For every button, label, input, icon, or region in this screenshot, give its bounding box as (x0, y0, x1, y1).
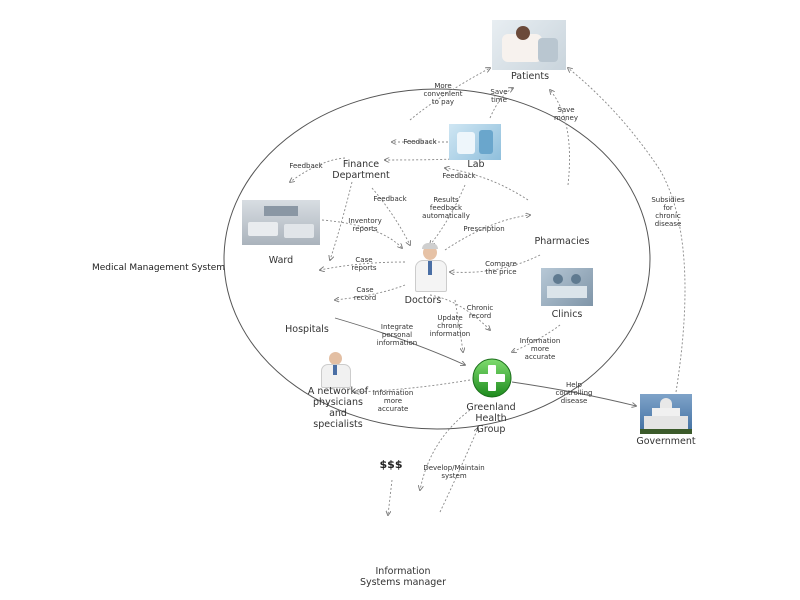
label-integrate: Integrate personal information (376, 323, 418, 348)
edge-doctors-pharm (444, 215, 530, 251)
edge-doctors-hospitals (335, 284, 406, 300)
greenland-cross-icon (472, 358, 512, 398)
label-info-network: Information more accurate (372, 389, 414, 414)
label-feedback-lab2: Feedback (442, 172, 476, 180)
label-results: Results feedback automatically (422, 196, 470, 221)
edge-lab-doctors (430, 184, 466, 245)
ward-photo-icon (242, 200, 320, 245)
money-label: $$$ (379, 458, 403, 471)
edge-ghg-gov (511, 381, 636, 406)
edge-update (454, 299, 463, 352)
edge-pharm-lab (445, 168, 529, 201)
edge-finance-feedback (290, 157, 346, 182)
clinics-photo-icon (541, 268, 593, 306)
node-info-manager: Information Systems manager (359, 566, 447, 588)
node-hospitals: Hospitals (285, 324, 329, 335)
edge-ghg-network (355, 379, 471, 392)
label-feedback-lab: Feedback (403, 138, 437, 146)
node-finance: Finance Department (332, 159, 390, 181)
system-label: Medical Management System (92, 263, 226, 273)
node-government: Government (636, 436, 696, 447)
patient-photo-icon (492, 20, 566, 70)
edge-chronic (429, 294, 490, 330)
edge-doctors-ward (320, 261, 406, 270)
edge-gov-patients (568, 68, 686, 393)
label-chronic-record: Chronic record (466, 304, 494, 321)
node-patients: Patients (510, 71, 550, 82)
node-pharmacies: Pharmacies (534, 236, 590, 247)
label-develop: Develop/Maintain system (423, 464, 485, 481)
node-network: A network of physicians and specialists (307, 386, 369, 430)
label-info-clinics: Information more accurate (519, 337, 561, 362)
doctor-photo-icon (412, 243, 448, 293)
edge-patients-finance (409, 68, 490, 121)
edge-hospitals-ghg (334, 317, 465, 365)
label-update-chronic: Update chronic information (429, 314, 471, 339)
label-compare: Compare the price (485, 260, 517, 277)
node-lab: Lab (467, 159, 485, 170)
label-save-money: Save money (554, 106, 578, 123)
node-clinics: Clinics (551, 309, 583, 320)
edge-clinics-ghg (512, 324, 561, 352)
node-greenland: Greenland Health Group (466, 402, 516, 435)
label-more-convenient: More convenient to pay (423, 82, 463, 107)
node-ward: Ward (268, 255, 294, 266)
system-boundary (223, 88, 651, 430)
edge-ward-finance (330, 181, 353, 260)
label-inventory: Inventory reports (348, 217, 382, 234)
lab-photo-icon (449, 124, 501, 160)
edge-ghg-manager (420, 409, 471, 490)
edge-lab-patients (489, 88, 513, 119)
label-prescription: Prescription (463, 225, 505, 233)
label-subsidies: Subsidies for chronic disease (651, 196, 685, 229)
label-save-time: Save time (490, 88, 508, 105)
node-doctors: Doctors (404, 295, 442, 306)
label-feedback-doc: Feedback (373, 195, 407, 203)
label-case-reports: Case reports (351, 256, 377, 273)
label-feedback-finance-top: Feedback (289, 162, 323, 170)
edge-pharm-patients (550, 90, 570, 186)
label-case-record: Case record (353, 286, 377, 303)
physician-photo-icon (318, 350, 354, 388)
government-photo-icon (640, 394, 692, 434)
label-help-control: Help controlling disease (555, 381, 593, 406)
edge-money (388, 479, 393, 515)
edge-pharm-doctors (450, 254, 541, 272)
edge-manager-ghg (439, 428, 478, 513)
